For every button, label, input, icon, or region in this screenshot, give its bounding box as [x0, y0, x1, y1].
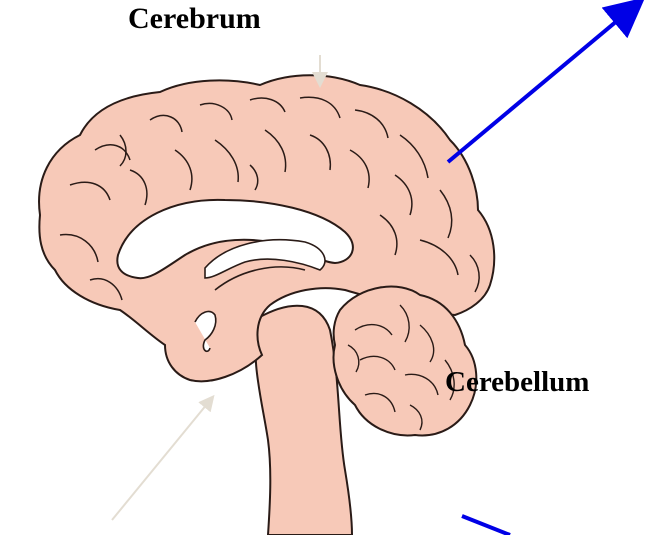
blue-arrow-upper — [448, 5, 636, 162]
cerebellum-label: Cerebellum — [445, 366, 589, 399]
lower-pointer-arrow — [112, 398, 212, 520]
cerebrum-label: Cerebrum — [128, 2, 261, 36]
blue-arrow-lower — [462, 516, 510, 535]
